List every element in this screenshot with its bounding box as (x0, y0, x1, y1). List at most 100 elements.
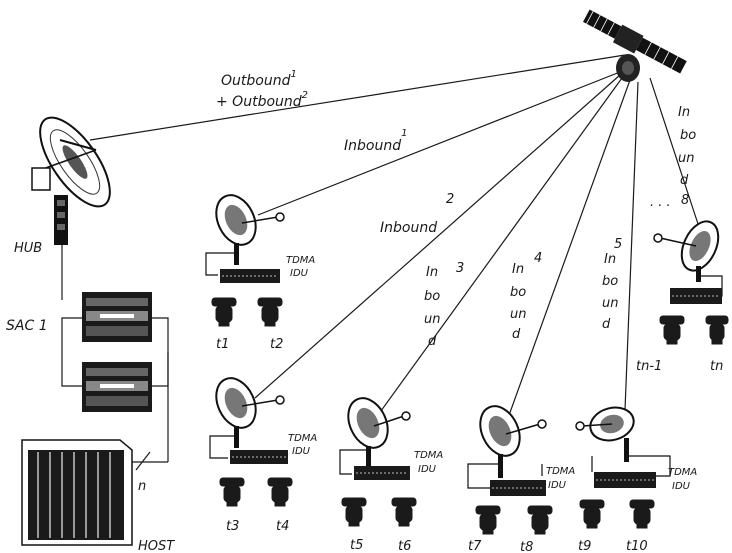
idu-box (230, 450, 288, 464)
idu-label: IDU (418, 464, 437, 475)
host-rack-icon (21, 439, 133, 546)
satellite-icon (583, 9, 687, 82)
terminal-icon-tn (705, 315, 729, 345)
idu-label: IDU (290, 268, 309, 279)
remote-station-5 (575, 406, 671, 488)
terminal-icon-t4 (267, 477, 293, 507)
outbound-2-label: + Outbound2 (216, 90, 308, 110)
tdma-label: TDMA (414, 450, 443, 461)
sac-label: SAC 1 (6, 318, 48, 334)
svg-text:un: un (678, 151, 694, 166)
sac-unit-2 (82, 362, 152, 412)
terminal-icon-t5 (341, 497, 367, 527)
bus-slash (135, 451, 151, 471)
tdma-label: TDMA (286, 255, 315, 266)
terminal-label-t9: t9 (578, 539, 591, 553)
terminal-label-t4: t4 (276, 519, 289, 534)
terminal-icon-t2 (257, 297, 283, 327)
svg-text:d: d (428, 334, 437, 349)
remote-station-n (653, 220, 723, 304)
terminal-label-tn: tn (710, 359, 723, 374)
ellipsis-label: . . . (650, 195, 671, 210)
svg-text:d: d (602, 317, 611, 332)
outbound-1-label: Outbound1 (221, 69, 297, 89)
terminal-icon-t6 (391, 497, 417, 527)
hub-dish-icon (31, 116, 111, 245)
terminal-label-tn-1: tn-1 (636, 359, 662, 374)
svg-text:un: un (424, 312, 440, 327)
n-label: n (138, 479, 146, 494)
inbound-3-label: In bo un d (424, 265, 440, 349)
svg-text:In: In (426, 265, 438, 280)
svg-text:bo: bo (602, 274, 618, 289)
outbound-link (89, 54, 626, 141)
svg-text:d: d (680, 173, 689, 188)
inbound-2-label: Inbound (380, 220, 437, 236)
svg-text:d: d (512, 327, 521, 342)
terminal-icons (211, 297, 729, 535)
inbound-link-n (649, 77, 701, 231)
idu-label: IDU (548, 480, 567, 491)
labels: Outbound1 + Outbound2 Inbound1 2 Inbound… (6, 69, 723, 553)
remote-station-1 (205, 194, 285, 283)
idu-label: IDU (292, 446, 311, 457)
inbound-link-4 (507, 79, 631, 419)
svg-text:In: In (512, 262, 524, 277)
terminal-label-t1: t1 (216, 337, 229, 352)
vsat-dish-icon (347, 397, 411, 466)
svg-text:un: un (602, 296, 618, 311)
inbound-n-label: In bo un d (678, 105, 696, 188)
sac-unit-1 (82, 292, 152, 342)
tdma-label: TDMA (288, 433, 317, 444)
inbound-link-2 (254, 74, 621, 399)
terminal-icon-t7 (475, 505, 501, 535)
svg-text:bo: bo (680, 128, 696, 143)
inbound-1-label: Inbound1 (344, 128, 407, 154)
inbound-4-number: 4 (534, 251, 542, 266)
terminal-label-t2: t2 (270, 337, 283, 352)
remote-station-3 (339, 397, 411, 480)
inbound-5-number: 5 (614, 237, 622, 252)
vsat-dish-icon (479, 405, 547, 478)
svg-text:bo: bo (510, 285, 526, 300)
terminal-label-t10: t10 (626, 539, 648, 553)
sac-bracket-left (61, 317, 82, 387)
terminal-label-t8: t8 (520, 540, 533, 553)
host-label: HOST (138, 539, 175, 553)
svg-text:un: un (510, 307, 526, 322)
terminal-icon-tn-1 (659, 315, 685, 345)
inbound-3-number: 3 (456, 261, 464, 276)
terminal-icon-t9 (579, 499, 605, 529)
terminal-icon-t10 (629, 499, 655, 529)
vsat-dish-icon (215, 377, 285, 448)
tdma-label: TDMA (546, 466, 575, 477)
terminal-icon-t3 (219, 477, 245, 507)
inbound-n-number: 8 (681, 193, 689, 208)
tdma-label: TDMA (668, 467, 697, 478)
vsat-dish-icon (215, 194, 285, 265)
inbound-link-3 (377, 77, 623, 416)
inbound-2-number: 2 (446, 192, 454, 207)
inbound-4-label: In bo un d (510, 262, 526, 342)
link-lines (61, 54, 701, 471)
sac-bracket-right (152, 317, 169, 387)
terminal-label-t5: t5 (350, 538, 363, 553)
svg-text:In: In (604, 252, 616, 267)
remote-station-4 (467, 405, 547, 496)
remote-station-2 (209, 377, 288, 464)
vsat-dish-icon (575, 406, 635, 462)
terminal-label-t3: t3 (226, 519, 239, 534)
inbound-5-label: In bo un d (602, 252, 618, 332)
terminal-label-t7: t7 (468, 539, 482, 553)
vsat-dish-icon (653, 220, 720, 282)
terminal-icon-t8 (527, 505, 553, 535)
hub-label: HUB (14, 241, 42, 256)
terminal-label-t6: t6 (398, 539, 411, 553)
inbound-link-1 (257, 69, 626, 216)
svg-text:bo: bo (424, 289, 440, 304)
idu-label: IDU (672, 481, 691, 492)
svg-text:In: In (678, 105, 690, 120)
inbound-link-5 (624, 81, 639, 411)
